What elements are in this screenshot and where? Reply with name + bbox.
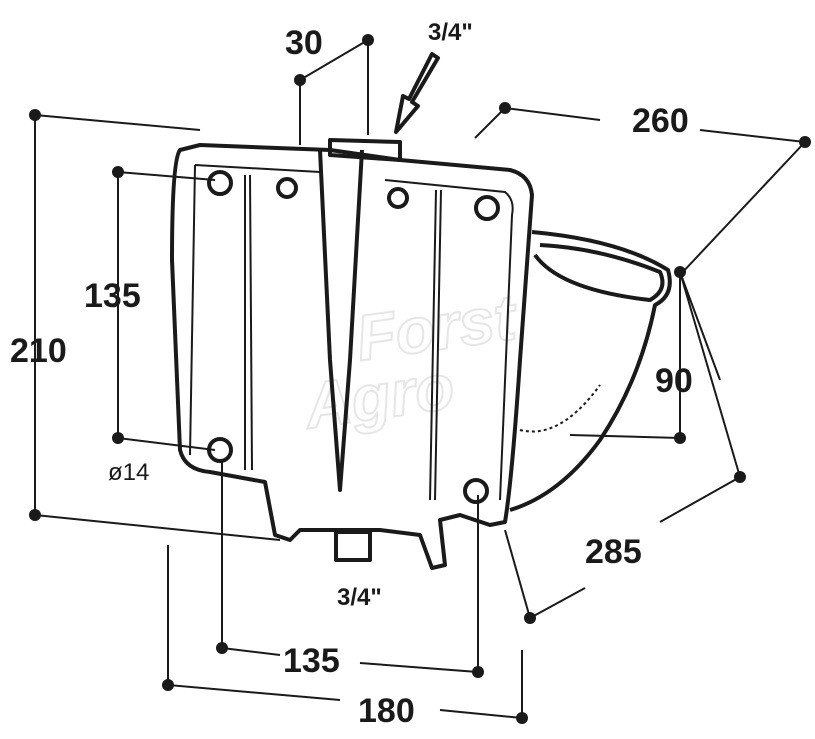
watermark-line-2: Agro	[299, 350, 459, 442]
label-bowl-depth: 90	[655, 362, 693, 400]
bowl-drawing	[170, 138, 672, 570]
hole-icon	[207, 170, 233, 196]
label-height-total: 210	[10, 332, 67, 370]
rib-left	[244, 174, 253, 471]
hole-icon	[463, 478, 489, 504]
bolt-icon	[276, 177, 298, 199]
label-hole-diameter: ø14	[108, 459, 149, 486]
label-inlet-bottom: 3/4"	[337, 584, 382, 611]
back-plate	[170, 143, 534, 570]
plate-inner	[189, 164, 514, 501]
inlet-pipe-bottom	[334, 530, 372, 562]
bolt-icon	[387, 187, 409, 209]
label-hole-horizontal: 135	[283, 642, 340, 680]
arrow-icon	[394, 52, 440, 134]
bowl	[509, 230, 672, 512]
label-inlet-top: 3/4"	[428, 19, 473, 46]
dimension-lines	[29, 34, 811, 724]
label-bowl-length: 285	[585, 533, 642, 571]
center-rib	[318, 149, 364, 492]
inlet-pipe-top	[328, 138, 402, 162]
mounting-holes	[207, 170, 500, 504]
label-width-total: 180	[358, 692, 415, 730]
bowl-rim	[533, 243, 665, 302]
label-hole-vertical: 135	[84, 277, 141, 315]
label-depth-total: 260	[632, 102, 689, 140]
label-pipe-offset: 30	[285, 24, 323, 62]
water-line	[519, 384, 601, 433]
hole-icon	[474, 195, 500, 221]
rib-right	[429, 189, 442, 501]
